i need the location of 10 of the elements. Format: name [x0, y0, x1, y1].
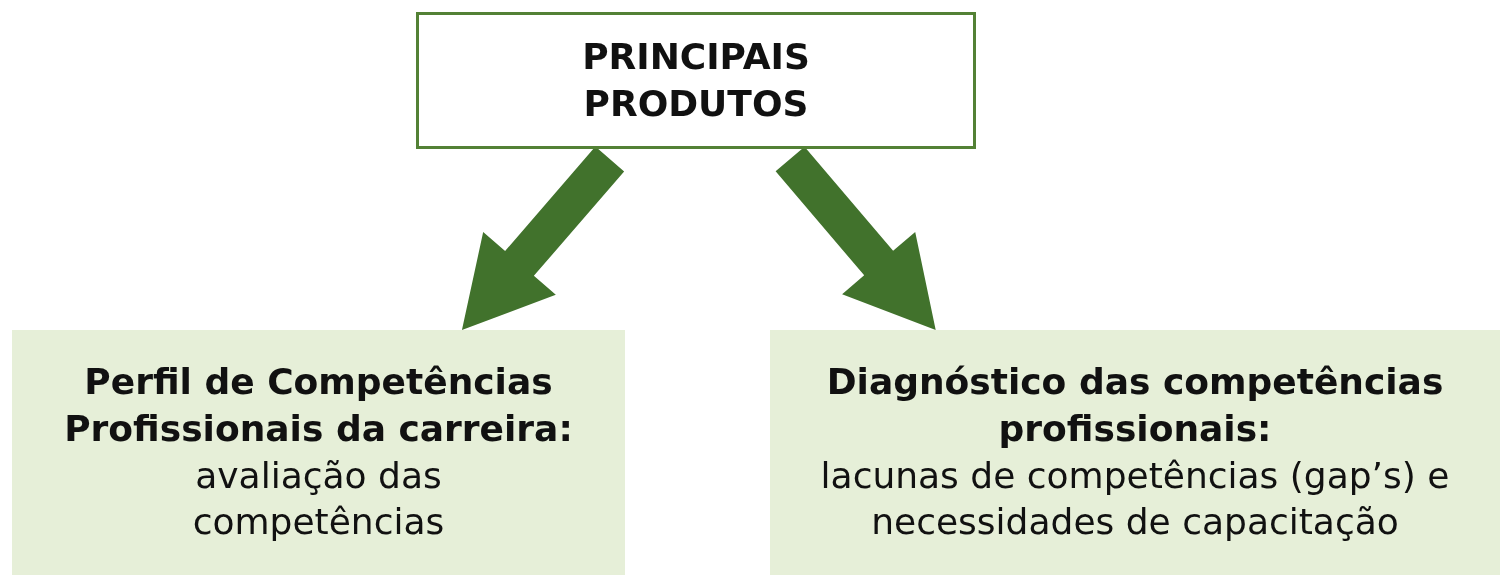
body-text: lacunas de competências (gap’s) e necessidades de capacitação	[819, 453, 1451, 545]
arrow	[775, 146, 936, 330]
content-box	[770, 330, 1500, 575]
heading-text: Diagnóstico das competências profissionais:	[825, 359, 1445, 451]
body-text: avaliação das competências	[191, 453, 446, 545]
title-box	[416, 12, 976, 149]
heading-text: Perfil de Competências Profissionais da carreira:	[63, 359, 574, 451]
content-box	[12, 330, 625, 575]
arrow	[461, 146, 625, 330]
heading-text: PRINCIPAIS PRODUTOS	[581, 34, 811, 126]
